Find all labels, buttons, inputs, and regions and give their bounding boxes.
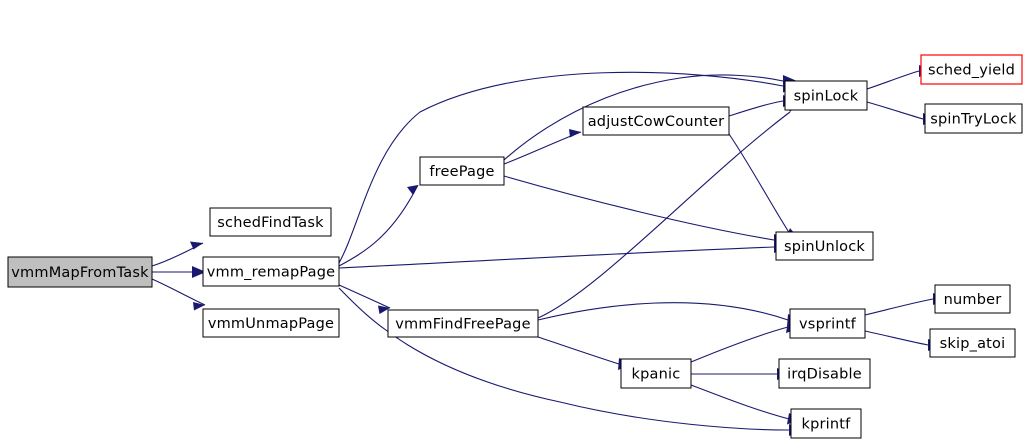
node-schedFindTask[interactable]: schedFindTask	[209, 207, 332, 237]
node-skip_atoi[interactable]: skip_atoi	[929, 328, 1016, 358]
edge-freePage-to-adjustCowCounter	[503, 129, 582, 165]
node-box[interactable]	[620, 358, 692, 389]
node-adjustCowCounter[interactable]: adjustCowCounter	[582, 106, 730, 136]
node-sched_yield[interactable]: sched_yield	[920, 54, 1023, 85]
node-box[interactable]	[934, 284, 1011, 314]
edge-kpanic-to-irqDisable	[691, 368, 791, 380]
nodes-layer: vmmMapFromTask schedFindTask vmm_remapPage…	[7, 54, 1023, 439]
node-label: sched_yield	[928, 63, 1015, 79]
edge-kpanic-to-kprintf	[690, 384, 802, 425]
node-box[interactable]	[784, 80, 868, 111]
edge-line	[537, 336, 620, 365]
node-box[interactable]	[929, 328, 1016, 358]
edge-vmmMapFromTask-to-vmmUnmapPage	[151, 278, 206, 311]
node-label: skip_atoi	[940, 336, 1006, 352]
edge-line	[338, 287, 790, 431]
node-box[interactable]	[790, 408, 862, 439]
node-freePage[interactable]: freePage	[419, 156, 505, 186]
node-label: vmmUnmapPage	[208, 316, 334, 332]
node-box[interactable]	[202, 308, 340, 338]
edge-line	[537, 302, 789, 321]
arrowhead-icon	[190, 241, 203, 250]
edge-vmmFindFreePage-to-vsprintf	[537, 302, 801, 327]
edge-line	[864, 330, 929, 346]
node-box[interactable]	[419, 156, 505, 186]
node-box[interactable]	[7, 256, 153, 288]
node-irqDisable[interactable]: irqDisable	[778, 358, 871, 389]
node-box[interactable]	[387, 309, 539, 338]
edge-line	[728, 100, 784, 117]
node-number[interactable]: number	[934, 284, 1011, 314]
node-label: spinLock	[794, 89, 859, 105]
node-box[interactable]	[582, 106, 730, 136]
node-kpanic[interactable]: kpanic	[620, 358, 692, 389]
arrowhead-icon	[378, 305, 390, 314]
node-label: irqDisable	[787, 367, 862, 383]
node-spinTryLock[interactable]: spinTryLock	[924, 103, 1023, 134]
edge-line	[690, 326, 789, 363]
node-vmmMapFromTask[interactable]: vmmMapFromTask	[7, 256, 153, 288]
arrowhead-icon	[407, 185, 418, 195]
edge-line	[338, 284, 391, 309]
edge-line	[728, 133, 791, 235]
node-label: spinUnlock	[784, 239, 865, 255]
node-vmmFindFreePage[interactable]: vmmFindFreePage	[387, 309, 539, 338]
edge-line	[151, 278, 206, 306]
node-spinUnlock[interactable]: spinUnlock	[775, 231, 874, 261]
edge-line	[503, 175, 775, 241]
node-label: adjustCowCounter	[588, 114, 725, 130]
edge-kpanic-to-vsprintf	[690, 321, 801, 363]
arrowhead-icon	[569, 129, 581, 138]
node-box[interactable]	[202, 256, 340, 287]
node-box[interactable]	[789, 308, 866, 339]
edge-vmm_remapPage-to-spinLock	[338, 71, 797, 264]
node-label: vmm_remapPage	[207, 265, 336, 281]
edge-line	[864, 298, 934, 316]
node-box[interactable]	[920, 54, 1023, 85]
node-label: vsprintf	[799, 317, 857, 333]
edge-line	[537, 111, 791, 319]
node-vsprintf[interactable]: vsprintf	[789, 308, 866, 339]
node-kprintf[interactable]: kprintf	[790, 408, 862, 439]
node-vmmUnmapPage[interactable]: vmmUnmapPage	[202, 308, 340, 338]
edge-vmm_remapPage-to-spinUnlock	[338, 241, 788, 269]
edge-vmmMapFromTask-to-vmm_remapPage	[152, 266, 206, 278]
edge-line	[503, 131, 582, 165]
node-label: number	[944, 292, 1002, 308]
node-vmm_remapPage[interactable]: vmm_remapPage	[202, 256, 340, 287]
edge-line	[338, 71, 784, 264]
arrowhead-icon	[192, 266, 206, 278]
edge-vmmFindFreePage-to-kpanic	[537, 336, 632, 370]
node-label: kpanic	[632, 367, 681, 383]
edge-line	[338, 184, 419, 267]
edge-vmm_remapPage-to-freePage	[338, 184, 419, 267]
node-box[interactable]	[209, 207, 332, 237]
edge-line	[338, 246, 775, 269]
node-label: kprintf	[802, 417, 852, 433]
node-box[interactable]	[924, 103, 1023, 134]
node-label: schedFindTask	[217, 215, 324, 231]
arrowhead-icon	[193, 302, 205, 311]
node-label: vmmFindFreePage	[395, 317, 530, 333]
node-label: spinTryLock	[930, 112, 1017, 128]
node-spinLock[interactable]: spinLock	[784, 80, 868, 111]
node-box[interactable]	[778, 358, 871, 389]
node-label: vmmMapFromTask	[11, 265, 149, 281]
edge-line	[503, 74, 784, 161]
edge-line	[866, 101, 924, 120]
edge-vmm_remapPage-to-vmmFindFreePage	[338, 284, 391, 314]
node-box[interactable]	[775, 231, 874, 261]
edge-line	[690, 384, 790, 420]
edge-vmmMapFromTask-to-schedFindTask	[151, 241, 204, 267]
node-label: freePage	[429, 164, 494, 180]
edge-adjustCowCounter-to-spinUnlock	[728, 133, 799, 243]
edge-line	[866, 70, 920, 90]
